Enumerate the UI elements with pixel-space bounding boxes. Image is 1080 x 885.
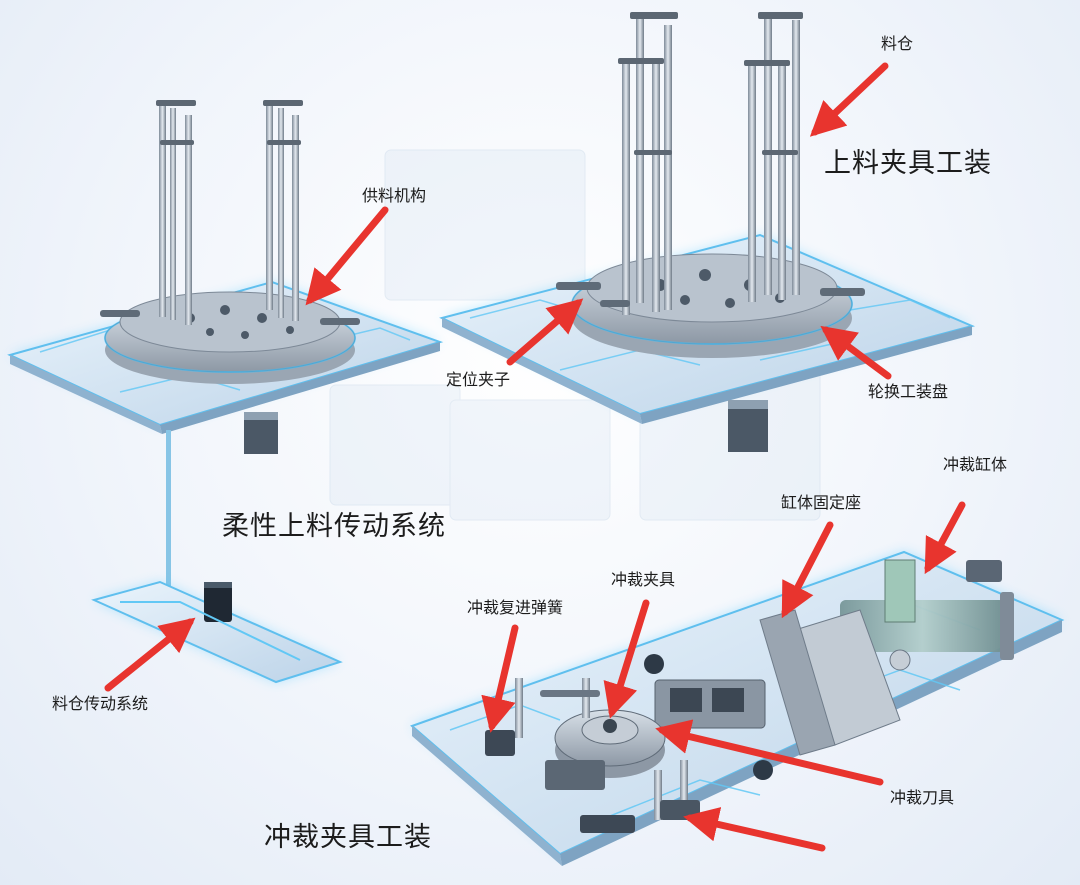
label-punch-cylinder: 冲裁缸体 (943, 455, 1008, 474)
label-punch-fixture: 冲裁夹具 (611, 570, 676, 589)
label-positioning-clamp: 定位夹子 (446, 370, 511, 389)
label-feeding-mechanism: 供料机构 (362, 186, 427, 205)
label-punch-return-spring: 冲裁复进弹簧 (467, 598, 564, 617)
punching-station (410, 550, 1065, 866)
right-feeding-station (439, 12, 976, 452)
label-rotary-fixture-plate: 轮换工装盘 (868, 382, 949, 401)
background-screens (329, 149, 821, 521)
label-cylinder-mount: 缸体固定座 (781, 493, 862, 512)
label-flexible-feeding-drive: 柔性上料传动系统 (222, 511, 446, 542)
left-feeding-station (7, 100, 444, 684)
label-punch-tool: 冲裁刀具 (890, 788, 955, 807)
label-feeding-fixture: 上料夹具工装 (824, 148, 992, 179)
callout-arrows (104, 62, 966, 852)
label-hopper: 料仓 (881, 34, 914, 53)
label-punch-fixture-tooling: 冲裁夹具工装 (264, 822, 432, 853)
label-hopper-drive: 料仓传动系统 (52, 694, 149, 713)
